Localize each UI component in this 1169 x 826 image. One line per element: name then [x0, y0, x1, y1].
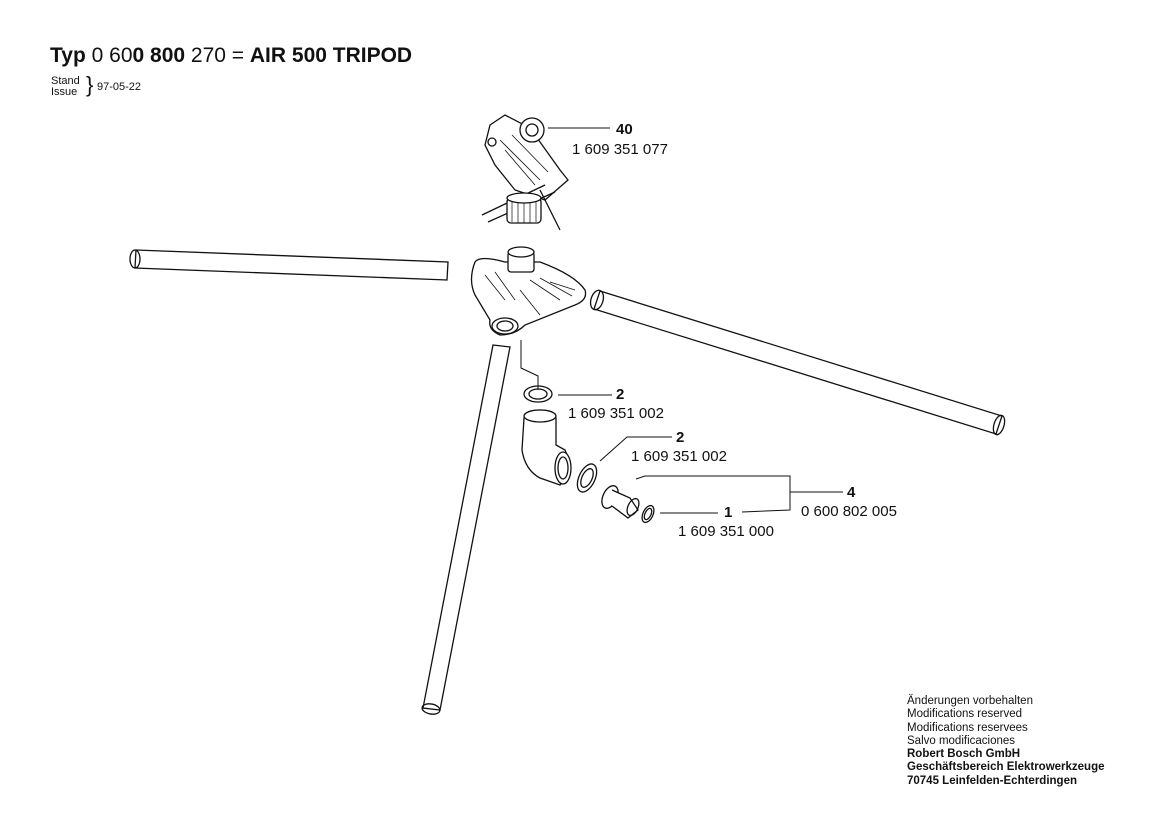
footer-line: Modifications reservees — [907, 721, 1028, 734]
footer-notice: Änderungen vorbehalten Modifications res… — [907, 695, 1105, 788]
part-number-40: 1 609 351 077 — [572, 141, 668, 158]
washer-middle — [576, 463, 598, 493]
footer-company: Robert Bosch GmbH — [907, 748, 1021, 761]
o-ring — [641, 504, 655, 524]
brace: } — [86, 72, 94, 97]
footer-address: 70745 Leinfelden-Echterdingen — [907, 774, 1077, 787]
tube-right — [589, 289, 1006, 436]
part-number-2b: 1 609 351 002 — [631, 448, 727, 465]
footer-division: Geschäftsbereich Elektrowerkzeuge — [907, 761, 1105, 774]
part-pos-2a: 2 — [616, 386, 625, 403]
footer-line: Modifications reserved — [907, 708, 1023, 721]
tripod-hub — [470, 246, 587, 336]
tube-bottom — [421, 344, 511, 715]
elbow-fitting — [521, 409, 572, 486]
part-number-4: 0 600 802 005 — [801, 503, 897, 520]
leader-lines — [548, 127, 843, 514]
leader-hub-washer — [520, 340, 539, 390]
page-title: Typ 0 600 800 270 = AIR 500 TRIPOD — [50, 44, 413, 67]
tube-left — [129, 249, 449, 281]
hose-connector — [601, 485, 640, 519]
sprinkler-head — [481, 114, 569, 231]
footer-line: Änderungen vorbehalten — [907, 695, 1033, 707]
issue-date: 97-05-22 — [97, 81, 142, 93]
part-number-1: 1 609 351 000 — [678, 523, 774, 540]
footer-line: Salvo modificaciones — [907, 734, 1016, 747]
part-pos-1: 1 — [724, 504, 733, 521]
part-pos-2b: 2 — [676, 429, 685, 446]
part-number-2a: 1 609 351 002 — [568, 405, 664, 422]
part-pos-40: 40 — [616, 121, 633, 138]
part-pos-4: 4 — [847, 484, 856, 501]
